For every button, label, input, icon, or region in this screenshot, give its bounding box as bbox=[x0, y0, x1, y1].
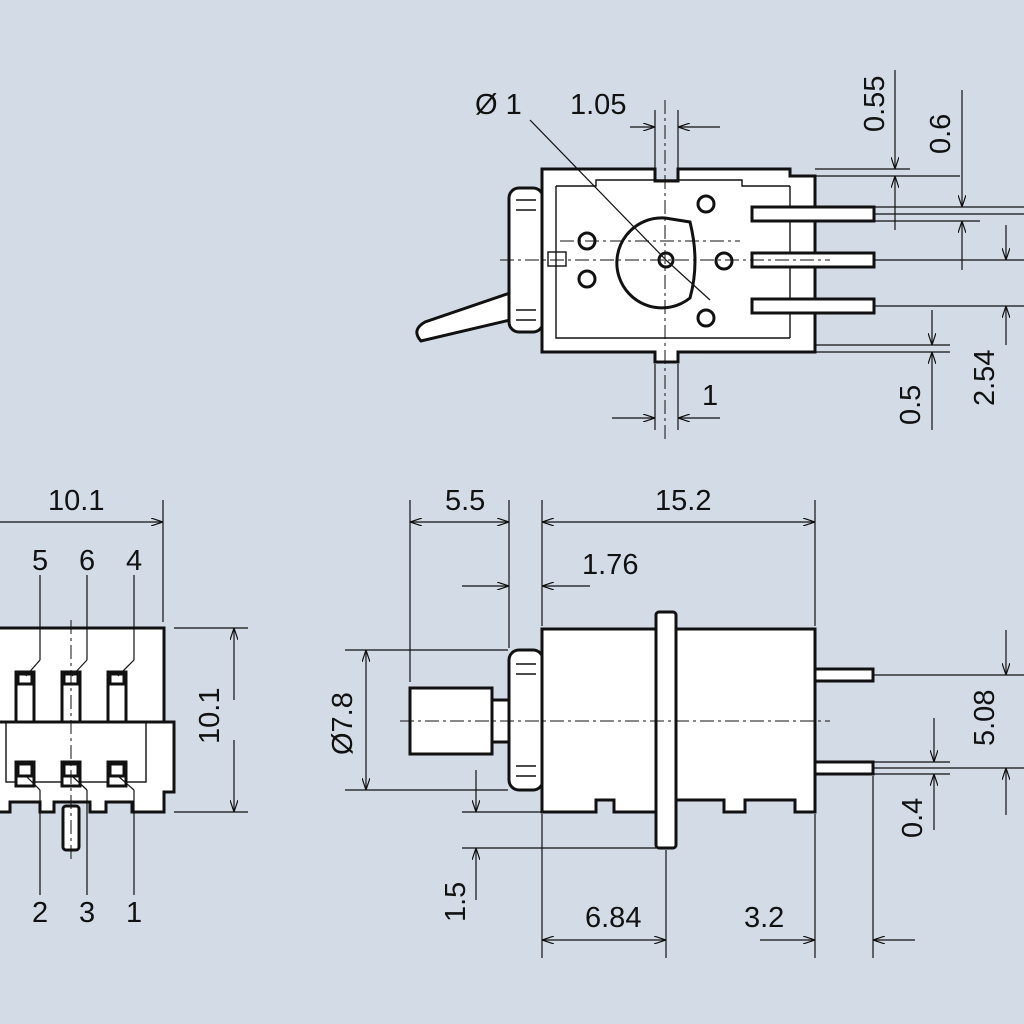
end-body-lower bbox=[0, 720, 176, 814]
terminals-top bbox=[750, 205, 876, 315]
label-actuator-length: 5.5 bbox=[445, 485, 485, 517]
label-terminal-pitch: 5.08 bbox=[969, 690, 1001, 746]
label-dim-2-54: 2.54 bbox=[969, 350, 1001, 406]
label-dim-0-5: 0.5 bbox=[895, 385, 927, 425]
label-pin-5: 5 bbox=[32, 545, 48, 577]
toggle-lever bbox=[415, 290, 512, 343]
end-view: 10.1 10.1 5 6 4 2 3 1 bbox=[0, 485, 248, 929]
label-slot-width: 1.05 bbox=[570, 89, 626, 121]
label-flange: 1.76 bbox=[582, 549, 638, 581]
label-diameter: Ø7.8 bbox=[327, 692, 359, 755]
label-dim-0-55: 0.55 bbox=[859, 76, 891, 132]
label-tab-position: 6.84 bbox=[585, 902, 641, 934]
side-flange bbox=[507, 648, 545, 792]
label-pin-6: 6 bbox=[79, 545, 95, 577]
label-slot-bottom: 1 bbox=[702, 380, 718, 412]
label-pin-3: 3 bbox=[79, 897, 95, 929]
label-body-length: 15.2 bbox=[655, 485, 711, 517]
label-terminal-thickness: 0.4 bbox=[897, 798, 929, 838]
label-dim-0-6: 0.6 bbox=[925, 114, 957, 154]
side-view: 5.5 15.2 1.76 Ø7.8 1.5 6.84 3.2 5.08 0.4 bbox=[327, 485, 1024, 958]
label-end-width: 10.1 bbox=[48, 485, 104, 517]
label-tab-length: 1.5 bbox=[440, 882, 472, 922]
terminals-side bbox=[813, 667, 875, 776]
top-view: Ø 1 1.05 1 0.55 0.6 0.5 2.54 bbox=[415, 70, 1024, 440]
label-pin-4: 4 bbox=[126, 545, 142, 577]
label-pin-2: 2 bbox=[32, 897, 48, 929]
mounting-tab bbox=[654, 610, 678, 850]
cam-disc bbox=[615, 216, 697, 310]
label-terminal-length: 3.2 bbox=[744, 902, 784, 934]
label-hole-diameter: Ø 1 bbox=[475, 89, 522, 121]
label-pin-1: 1 bbox=[126, 897, 142, 929]
label-end-height: 10.1 bbox=[194, 688, 226, 744]
